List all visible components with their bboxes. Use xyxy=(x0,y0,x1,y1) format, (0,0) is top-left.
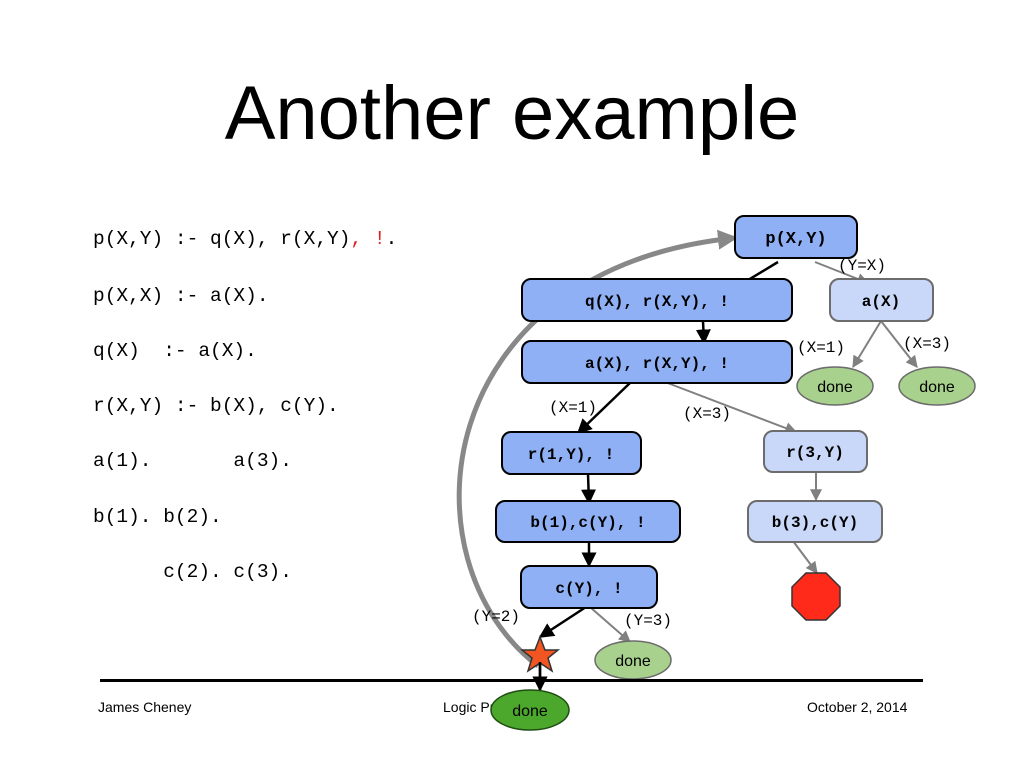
footer-rule xyxy=(100,679,923,682)
edge-a-done2 xyxy=(880,320,918,368)
program-line-3: q(X) :- a(X). xyxy=(93,340,257,362)
backtrack-arc xyxy=(456,229,738,668)
edge-label-y3: (Y=3) xyxy=(624,612,672,630)
edge-al-r1 xyxy=(576,381,632,435)
node-root-label: p(X,Y) xyxy=(765,230,826,249)
edge-label-x1-right: (X=1) xyxy=(797,339,845,357)
edge-label-x3-mid: (X=3) xyxy=(683,405,731,423)
footer-date: October 2, 2014 xyxy=(807,699,908,715)
node-a-left: a(X), r(X,Y), ! xyxy=(521,340,793,384)
edge-label-yx: (Y=X) xyxy=(838,257,886,275)
node-r3: r(3,Y) xyxy=(763,430,868,473)
program-line-1-comma: , xyxy=(350,228,363,250)
node-b1-label: b(1),c(Y), ! xyxy=(530,514,645,532)
done-node-1-label: done xyxy=(817,379,853,396)
edge-label-x3-right: (X=3) xyxy=(903,335,951,353)
node-b1: b(1),c(Y), ! xyxy=(495,500,681,543)
node-b3-label: b(3),c(Y) xyxy=(772,514,858,532)
node-c-label: c(Y), ! xyxy=(555,580,622,598)
edge-c-cut xyxy=(538,605,587,639)
program-line-7: c(2). c(3). xyxy=(93,561,292,583)
node-b3: b(3),c(Y) xyxy=(747,500,883,543)
program-line-4: r(X,Y) :- b(X), c(Y). xyxy=(93,395,339,417)
program-line-1: p(X,Y) :- q(X), r(X,Y), !. xyxy=(93,228,397,250)
edge-b3-stop xyxy=(792,540,818,574)
done-node-3-label: done xyxy=(615,653,651,670)
edge-q-a xyxy=(695,320,711,345)
failure-stop-icon xyxy=(791,572,841,621)
node-r1-label: r(1,Y), ! xyxy=(528,446,614,464)
program-line-5: a(1). a(3). xyxy=(93,450,292,472)
edge-al-r3 xyxy=(664,381,798,434)
program-line-6: b(1). b(2). xyxy=(93,506,222,528)
edge-c-done xyxy=(589,606,631,643)
node-r3-label: r(3,Y) xyxy=(786,444,844,462)
node-c: c(Y), ! xyxy=(520,565,658,609)
node-q: q(X), r(X,Y), ! xyxy=(521,278,793,322)
program-line-2: p(X,X) :- a(X). xyxy=(93,285,269,307)
node-a-right-label: a(X) xyxy=(862,293,900,311)
edge-label-x1-left: (X=1) xyxy=(549,399,597,417)
done-node-3: done xyxy=(594,640,672,680)
slide-title: Another example xyxy=(224,71,800,156)
program-line-1-cut: ! xyxy=(362,228,386,250)
footer-course: Logic Programming xyxy=(443,699,565,715)
done-node-2: done xyxy=(898,366,976,406)
program-line-1-end: . xyxy=(385,228,398,250)
node-a-left-label: a(X), r(X,Y), ! xyxy=(585,355,729,373)
node-r1: r(1,Y), ! xyxy=(501,431,642,475)
edge-label-y2: (Y=2) xyxy=(472,608,520,626)
done-node-2-label: done xyxy=(919,379,955,396)
edge-r1-b1 xyxy=(581,473,597,505)
footer-author: James Cheney xyxy=(98,699,192,715)
edge-a-done1 xyxy=(852,320,882,369)
node-a-right: a(X) xyxy=(829,278,934,322)
done-node-1: done xyxy=(796,366,874,406)
program-line-1-main: p(X,Y) :- q(X), r(X,Y) xyxy=(93,228,351,250)
node-q-label: q(X), r(X,Y), ! xyxy=(585,293,729,311)
node-root: p(X,Y) xyxy=(734,215,858,259)
